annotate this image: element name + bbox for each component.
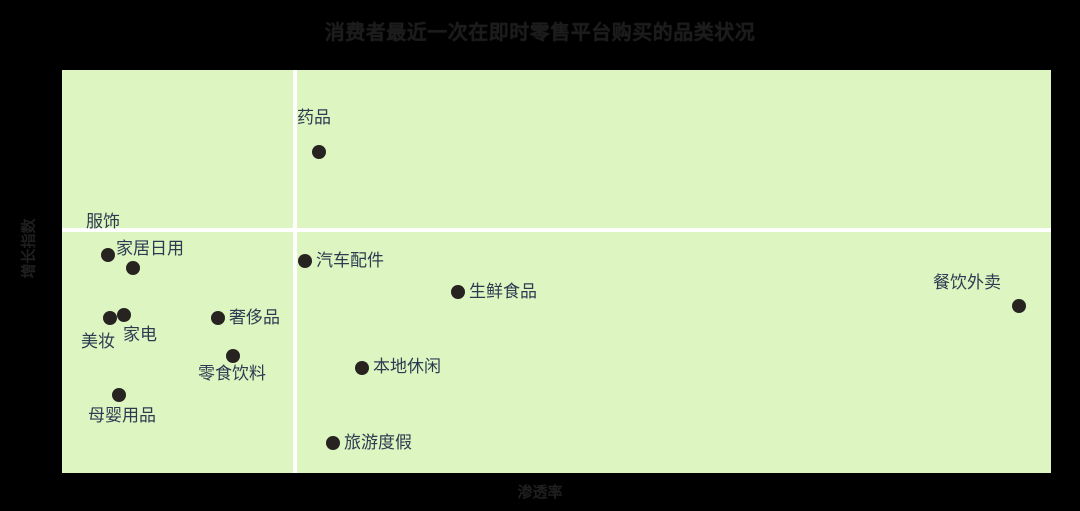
data-point-label: 零食饮料 bbox=[198, 364, 266, 384]
data-point-label: 餐饮外卖 bbox=[933, 273, 1001, 293]
data-point-label: 服饰 bbox=[86, 212, 120, 232]
data-point-label: 药品 bbox=[297, 108, 331, 128]
data-point bbox=[126, 261, 140, 275]
data-point-label: 旅游度假 bbox=[344, 433, 412, 453]
data-point-label: 美妆 bbox=[81, 332, 115, 352]
y-axis-title: 增长指数 bbox=[19, 218, 38, 279]
x-axis-title: 渗透率 bbox=[517, 483, 563, 501]
data-point bbox=[355, 361, 369, 375]
data-point bbox=[298, 254, 312, 268]
data-point bbox=[101, 248, 115, 262]
data-point bbox=[1012, 299, 1026, 313]
data-point bbox=[117, 308, 131, 322]
data-point-label: 生鲜食品 bbox=[469, 282, 537, 302]
quadrant-divider-vertical bbox=[293, 70, 298, 473]
data-point bbox=[112, 388, 126, 402]
data-point-label: 奢侈品 bbox=[229, 308, 280, 328]
data-point-label: 家居日用 bbox=[116, 239, 184, 259]
data-point-label: 母婴用品 bbox=[88, 406, 156, 426]
data-point bbox=[103, 311, 117, 325]
data-point bbox=[451, 285, 465, 299]
data-point bbox=[226, 349, 240, 363]
plot-area: 药品服饰家居日用汽车配件生鲜食品 餐饮外卖美妆家电 奢侈品零食饮料 本地休闲母婴用品旅… bbox=[62, 70, 1051, 473]
data-point-label: 家电 bbox=[123, 325, 157, 345]
data-point-label: 汽车配件 bbox=[316, 251, 384, 271]
quadrant-divider-horizontal bbox=[62, 227, 1051, 232]
data-point bbox=[312, 145, 326, 159]
data-point bbox=[211, 311, 225, 325]
data-point-label: 本地休闲 bbox=[373, 357, 441, 377]
chart-title: 消费者最近一次在即时零售平台购买的品类状况 bbox=[324, 20, 756, 44]
data-point bbox=[326, 436, 340, 450]
